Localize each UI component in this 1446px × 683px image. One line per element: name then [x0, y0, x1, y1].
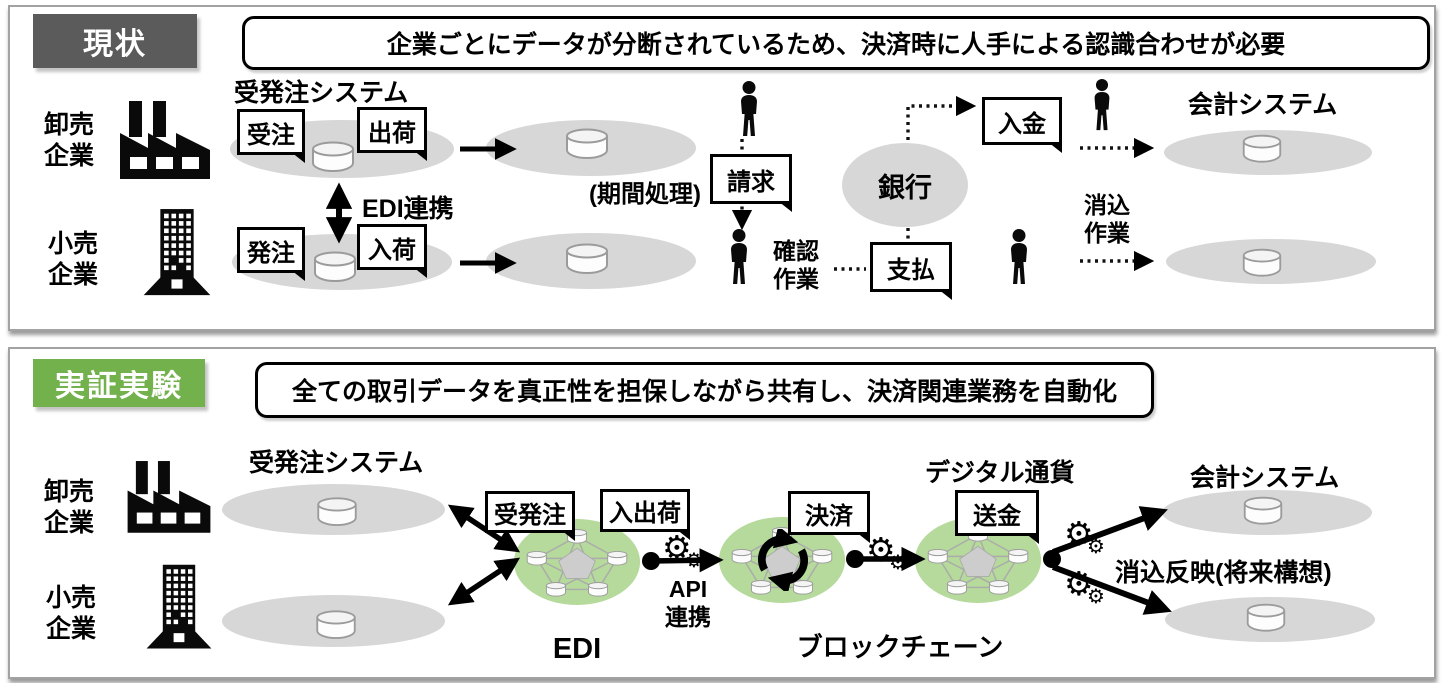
current-state-panel: 銀行 現状 企業ごとに [8, 5, 1436, 331]
shipping-receiving-box: 入出荷 [600, 489, 690, 540]
gears-icon: ⚙⚙ [662, 528, 703, 572]
database-cylinder-icon [564, 127, 610, 159]
reconcile-work-label: 消込 作業 [1084, 192, 1130, 247]
order-placed-box: 発注 [237, 227, 305, 281]
payment-box: 支払 [870, 242, 952, 300]
accounting-system-heading: 会計システム [1188, 91, 1338, 119]
factory-icon [115, 97, 215, 181]
database-cylinder-icon [314, 496, 360, 526]
database-cylinder-icon [310, 140, 356, 172]
building-icon [140, 207, 214, 299]
order-received-box: 受注 [237, 109, 305, 163]
ordering-box: 受発注 [485, 491, 575, 541]
gears-icon: ⚙⚙ [1064, 514, 1105, 558]
api-link-label: API 連携 [665, 576, 711, 631]
blockchain-label: ブロックチェーン [796, 632, 1004, 662]
experiment-headline: 全ての取引データを真正性を担保しながら共有し、決済関連業務を自動化 [255, 362, 1154, 418]
billing-box: 請求 [710, 154, 792, 212]
database-cylinder-icon [312, 250, 358, 282]
period-processing-label: (期間処理) [589, 181, 701, 208]
retail-company-label: 小売 企業 [45, 584, 96, 643]
deposit-box: 入金 [982, 97, 1062, 153]
retail-company-label: 小売 企業 [47, 230, 98, 289]
reconcile-reflect-label: 消込反映(将来構想) [1115, 559, 1332, 587]
current-state-tag: 現状 [33, 14, 197, 68]
person-icon [722, 229, 756, 285]
database-cylinder-icon [1245, 602, 1287, 632]
accounting-system-heading: 会計システム [1190, 464, 1340, 492]
settlement-box: 決済 [788, 491, 870, 543]
database-cylinder-icon [1241, 247, 1283, 277]
edi-link-label: EDI連携 [362, 195, 454, 223]
wholesale-company-label: 卸売 企業 [43, 478, 94, 537]
shipment-box: 出荷 [357, 107, 427, 161]
digital-currency-heading: デジタル通貨 [925, 459, 1075, 487]
gears-icon: ⚙⚙ [1064, 564, 1105, 608]
order-system-heading: 受発注システム [249, 449, 424, 477]
bank-label: 銀行 [878, 172, 932, 203]
bank-ellipse: 銀行 [842, 143, 968, 227]
remittance-box: 送金 [955, 490, 1039, 544]
gears-icon: ⚙⚙ [866, 530, 907, 574]
database-cylinder-icon [313, 609, 359, 639]
goods-received-box: 入荷 [357, 224, 427, 278]
wholesale-company-label: 卸売 企業 [43, 111, 94, 170]
database-cylinder-icon [564, 242, 610, 274]
current-state-headline: 企業ごとにデータが分断されているため、決済時に人手による認識合わせが必要 [242, 16, 1430, 70]
factory-icon [123, 457, 215, 535]
building-icon [143, 560, 215, 655]
order-system-heading: 受発注システム [234, 79, 409, 107]
person-icon [1086, 79, 1118, 131]
database-cylinder-icon [1241, 133, 1283, 163]
person-icon [1002, 229, 1036, 285]
experiment-panel: 実証実験 全ての取引データを真正性を担保しながら共有し、決済関連業務を自動化 卸… [8, 347, 1436, 679]
database-cylinder-icon [1242, 495, 1284, 525]
confirm-work-label: 確認 作業 [773, 238, 819, 293]
edi-label: EDI [552, 633, 602, 665]
cycle-arrows-icon [752, 529, 814, 591]
person-icon [732, 81, 766, 137]
experiment-tag: 実証実験 [33, 359, 205, 407]
